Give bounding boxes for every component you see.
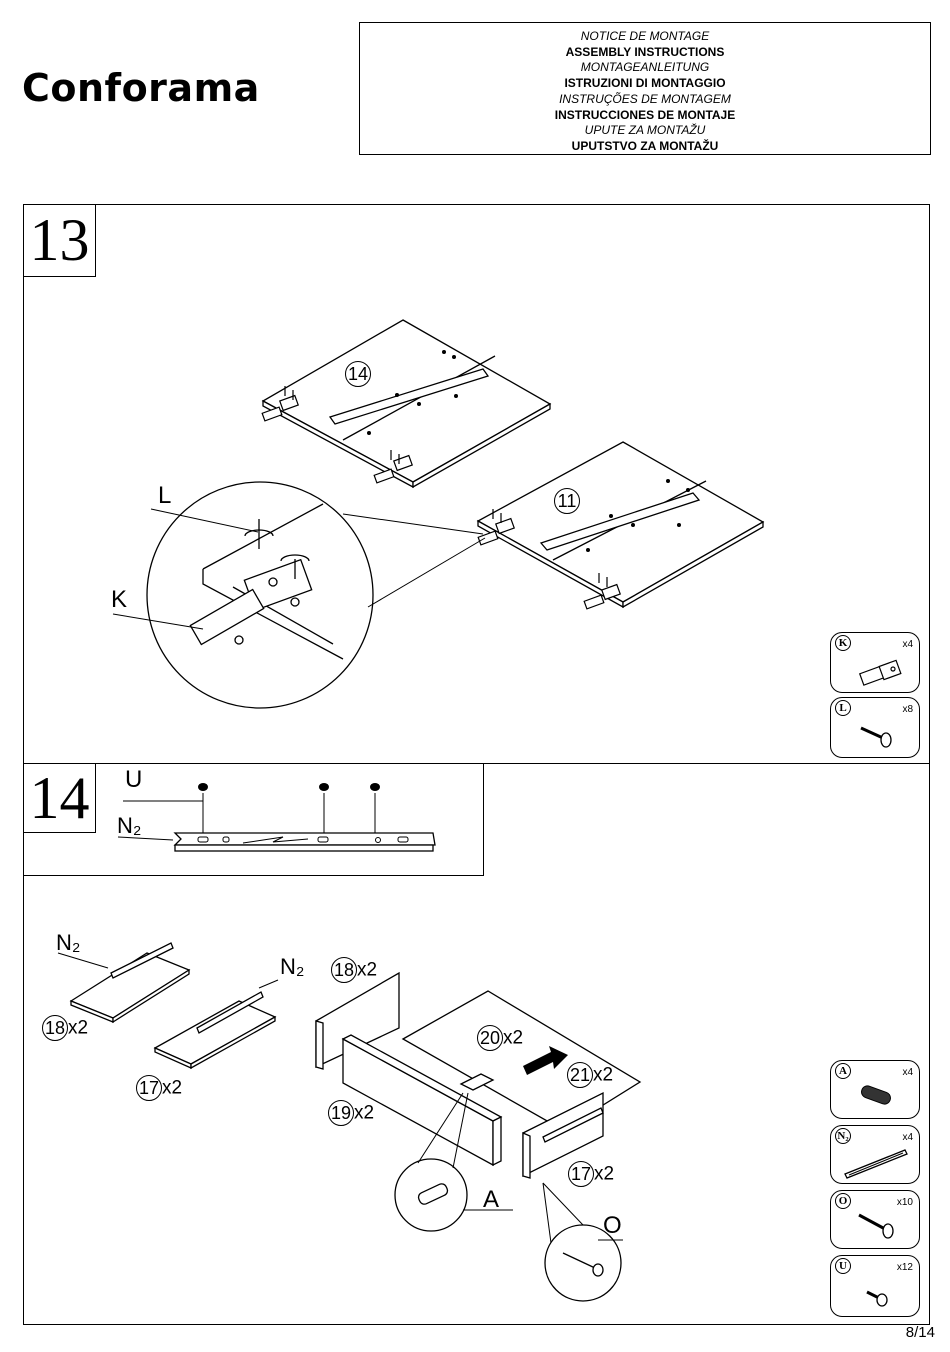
brand-logo: Conforama xyxy=(22,66,260,110)
hinge-icon xyxy=(831,633,921,694)
short-screw-icon xyxy=(831,1256,921,1318)
label-N2-detail: N₂ xyxy=(117,813,141,839)
title-line-sr: UPUTSTVO ZA MONTAŽU xyxy=(360,139,930,155)
title-line-fr: NOTICE DE MONTAGE xyxy=(360,29,930,45)
part-14-callout: 14 xyxy=(345,361,371,387)
hardware-K-card: K x4 xyxy=(830,632,920,693)
label-A: A xyxy=(483,1186,499,1214)
dowel-icon xyxy=(831,1061,921,1120)
screw-icon xyxy=(831,698,921,759)
label-L: L xyxy=(158,482,171,510)
drawer-rail-icon xyxy=(831,1126,921,1185)
hardware-N2-card: N₂ x4 xyxy=(830,1125,920,1184)
hardware-L-card: L x8 xyxy=(830,697,920,758)
label-O: O xyxy=(603,1212,622,1240)
screw-icon xyxy=(831,1191,921,1250)
hardware-A-card: A x4 xyxy=(830,1060,920,1119)
title-line-hr: UPUTE ZA MONTAŽU xyxy=(360,123,930,139)
title-line-es: INSTRUCCIONES DE MONTAJE xyxy=(360,108,930,124)
label-N2-a: N₂ xyxy=(56,930,80,956)
label-K: K xyxy=(111,586,127,614)
title-line-it: ISTRUZIONI DI MONTAGGIO xyxy=(360,76,930,92)
hardware-U-card: U x12 xyxy=(830,1255,920,1317)
title-line-en: ASSEMBLY INSTRUCTIONS xyxy=(360,45,930,61)
label-U: U xyxy=(125,766,142,794)
hardware-O-card: O x10 xyxy=(830,1190,920,1249)
page-number: 8/14 xyxy=(906,1324,935,1341)
instructions-title-box: NOTICE DE MONTAGE ASSEMBLY INSTRUCTIONS … xyxy=(359,22,931,155)
title-line-de: MONTAGEANLEITUNG xyxy=(360,60,930,76)
title-line-pt: INSTRUÇÕES DE MONTAGEM xyxy=(360,92,930,108)
part-11-callout: 11 xyxy=(554,488,580,514)
label-N2-b: N₂ xyxy=(280,954,304,980)
